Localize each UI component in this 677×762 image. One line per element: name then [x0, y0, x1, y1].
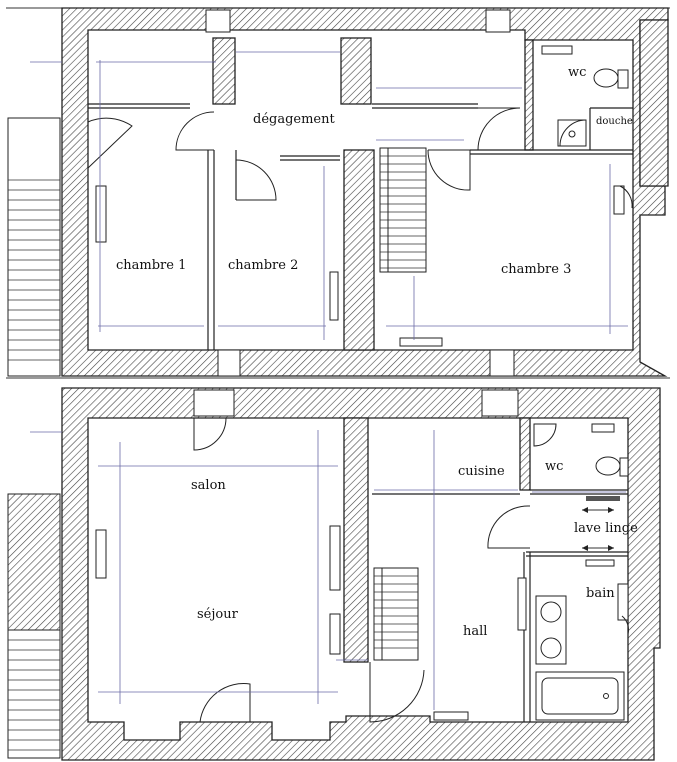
lower-radiator-salon	[329, 525, 341, 591]
upper-exterior-steps	[7, 117, 61, 377]
upper-shower-drain	[568, 130, 576, 138]
upper-wc-wall	[524, 39, 534, 151]
lower-door-bain	[621, 615, 629, 635]
upper-window-1	[205, 9, 231, 33]
upper-window-2	[485, 9, 511, 33]
upper-partition-stair	[343, 149, 375, 351]
lower-sink-basin-1	[540, 601, 562, 623]
label-douche: douche	[596, 116, 633, 127]
lower-partition-wc	[519, 417, 531, 491]
label-sejour: séjour	[197, 607, 239, 622]
upper-wc-sink	[541, 45, 573, 55]
upper-window-3	[217, 349, 241, 377]
lower-door-sejour	[199, 683, 251, 723]
upper-radiator-c2	[329, 271, 339, 321]
lower-toilet	[595, 456, 621, 476]
label-chambre-2: chambre 2	[228, 258, 298, 273]
lower-radiator-sejour-2	[329, 613, 341, 655]
upper-door-c1	[175, 111, 215, 151]
lower-double-sink	[535, 595, 567, 665]
label-bain: bain	[586, 586, 615, 601]
upper-partition-b	[212, 37, 236, 105]
upper-door-c2	[235, 159, 277, 201]
upper-outer-wall	[61, 7, 669, 377]
lower-exterior-steps	[7, 493, 61, 759]
upper-window-c3	[613, 185, 625, 215]
label-hall: hall	[463, 624, 487, 639]
lower-staircase	[373, 567, 419, 661]
upper-shower-tray	[557, 119, 587, 147]
upper-radiator-c1	[95, 185, 107, 243]
upper-right-wall	[639, 19, 669, 187]
upper-shower-arc	[559, 119, 587, 147]
lower-wc-vent	[591, 423, 615, 433]
lower-window-bain	[617, 583, 629, 621]
lower-partition-main	[343, 417, 369, 663]
lower-door-hall	[369, 662, 425, 723]
label-upper-wc: wc	[568, 65, 586, 80]
lower-outer-wall	[61, 387, 661, 761]
label-salon: salon	[191, 478, 226, 493]
lower-wc-sink	[533, 423, 557, 447]
upper-window-4	[489, 349, 515, 377]
upper-entry-door	[87, 117, 133, 169]
upper-door-c3-window	[619, 185, 633, 209]
label-cuisine: cuisine	[458, 464, 505, 479]
upper-radiator-c3	[399, 337, 443, 347]
upper-staircase	[379, 147, 427, 273]
lave-linge-arrows	[582, 496, 620, 567]
lower-bathtub-inner	[541, 677, 619, 715]
upper-toilet-tank	[617, 69, 629, 89]
label-chambre-1: chambre 1	[116, 258, 186, 273]
upper-floor: chambre 1 chambre 2 dégagement chambre 3…	[6, 7, 670, 379]
lower-radiator-hall	[517, 577, 527, 631]
lower-door-salon	[193, 417, 227, 451]
upper-partition-a	[340, 37, 372, 105]
label-lower-wc: wc	[545, 459, 563, 474]
lower-radiator-entry	[433, 711, 469, 721]
upper-toilet	[593, 68, 619, 88]
label-degagement: dégagement	[253, 112, 335, 127]
lower-sink-basin-2	[540, 637, 562, 659]
lower-floor: salon séjour cuisine wc lave linge bain …	[7, 387, 661, 761]
lower-radiator-sejour	[95, 529, 107, 579]
lower-bathtub-drain	[603, 693, 609, 699]
upper-door-room	[477, 107, 521, 151]
label-chambre-3: chambre 3	[501, 262, 571, 277]
lower-window-1	[193, 389, 235, 417]
lower-window-2	[481, 389, 519, 417]
lower-door-wc	[487, 505, 531, 549]
label-lave-linge: lave linge	[574, 521, 638, 536]
lower-toilet-tank	[619, 457, 629, 477]
upper-door-c3	[427, 149, 471, 191]
